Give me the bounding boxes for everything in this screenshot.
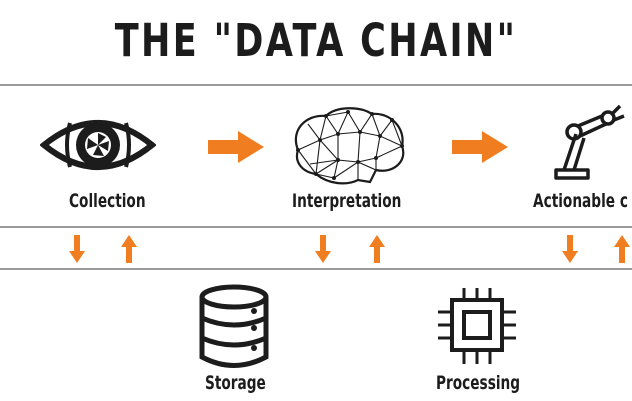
arrow-right-icon [208, 131, 264, 163]
database-icon [199, 284, 269, 368]
arrow-right-icon [452, 131, 508, 163]
support-label-processing: Processing [436, 372, 521, 394]
diagram-title: THE "DATA CHAIN" [114, 14, 518, 67]
wireframe-brain-icon [294, 107, 405, 185]
middle-divider [0, 226, 632, 228]
stage-label-actionable: Actionable c [533, 190, 628, 212]
arrow-up-icon [614, 235, 630, 263]
robot-arm-icon [554, 104, 625, 180]
bottom-divider [0, 268, 632, 270]
arrow-up-icon [121, 235, 137, 263]
arrow-up-icon [369, 235, 385, 263]
support-label-storage: Storage [205, 372, 266, 394]
arrow-down-icon [315, 235, 331, 263]
arrow-down-icon [69, 235, 85, 263]
stage-label-interpretation: Interpretation [292, 190, 402, 212]
top-divider [0, 84, 632, 86]
stage-label-collection: Collection [69, 190, 146, 212]
arrow-down-icon [562, 235, 578, 263]
eye-aperture-icon [40, 120, 156, 170]
cpu-chip-icon [438, 288, 516, 364]
